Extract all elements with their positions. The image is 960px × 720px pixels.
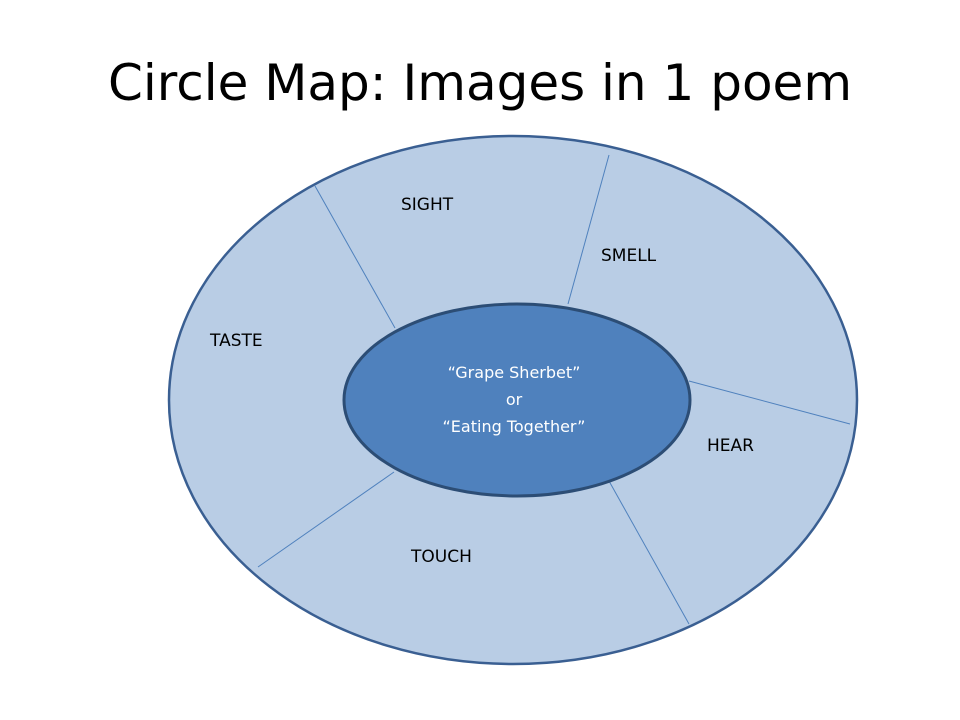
label-taste: TASTE [209,331,263,351]
divider-sight-smell [567,154,610,305]
center-topic-line2: or [506,390,523,409]
label-sight: SIGHT [401,195,454,215]
divider-smell-hear [688,380,851,425]
center-topic-line3: “Eating Together” [443,417,586,436]
inner-topic-circle [342,302,692,498]
label-hear: HEAR [707,436,754,456]
center-topic-line1: “Grape Sherbet” [448,363,581,382]
label-touch: TOUCH [410,547,472,567]
slide-title: Circle Map: Images in 1 poem [107,54,853,112]
divider-hear-touch [608,480,690,625]
divider-taste-sight [314,185,396,329]
label-smell: SMELL [601,246,657,266]
divider-touch-taste [257,471,395,568]
